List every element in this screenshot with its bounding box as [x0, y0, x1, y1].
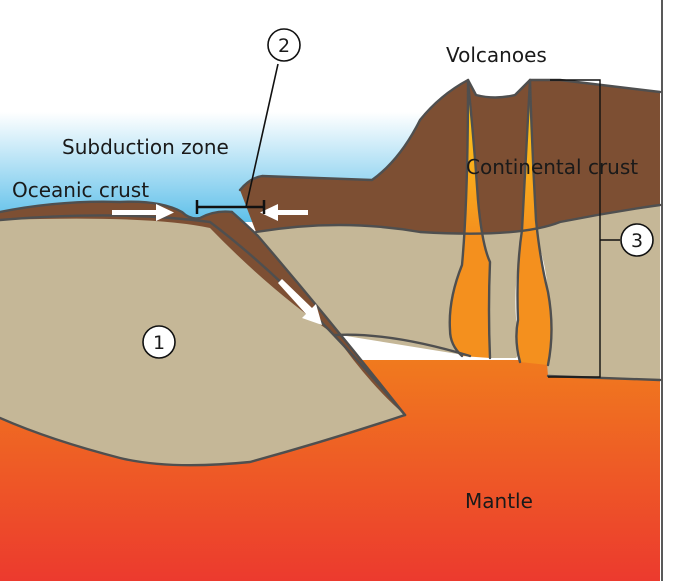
callout-2: 2 [267, 28, 301, 62]
callout-2-leader [245, 63, 279, 208]
callout-1: 1 [142, 325, 176, 359]
label-mantle: Mantle [465, 489, 533, 513]
motion-arrows [112, 204, 322, 325]
oceanic-lithosphere [0, 215, 405, 466]
svg-text:2: 2 [278, 35, 290, 57]
label-subduction-zone: Subduction zone [62, 135, 229, 159]
callout-3-bracket [548, 79, 620, 378]
label-volcanoes: Volcanoes [446, 43, 547, 67]
callout-3: 3 [620, 223, 654, 257]
magma-conduit-right [516, 80, 552, 365]
arrow-right-oceanic [112, 204, 174, 221]
svg-text:1: 1 [153, 332, 165, 354]
label-oceanic-crust: Oceanic crust [12, 178, 149, 202]
magma-conduit-left [449, 82, 490, 358]
svg-text:3: 3 [631, 230, 643, 252]
trench-bracket [195, 200, 266, 214]
continental-crust [240, 80, 660, 234]
arrow-down-slab [278, 279, 322, 325]
label-continental-crust: Continental crust [466, 155, 638, 179]
arrow-left-continental [260, 204, 308, 221]
outlines [0, 78, 662, 467]
